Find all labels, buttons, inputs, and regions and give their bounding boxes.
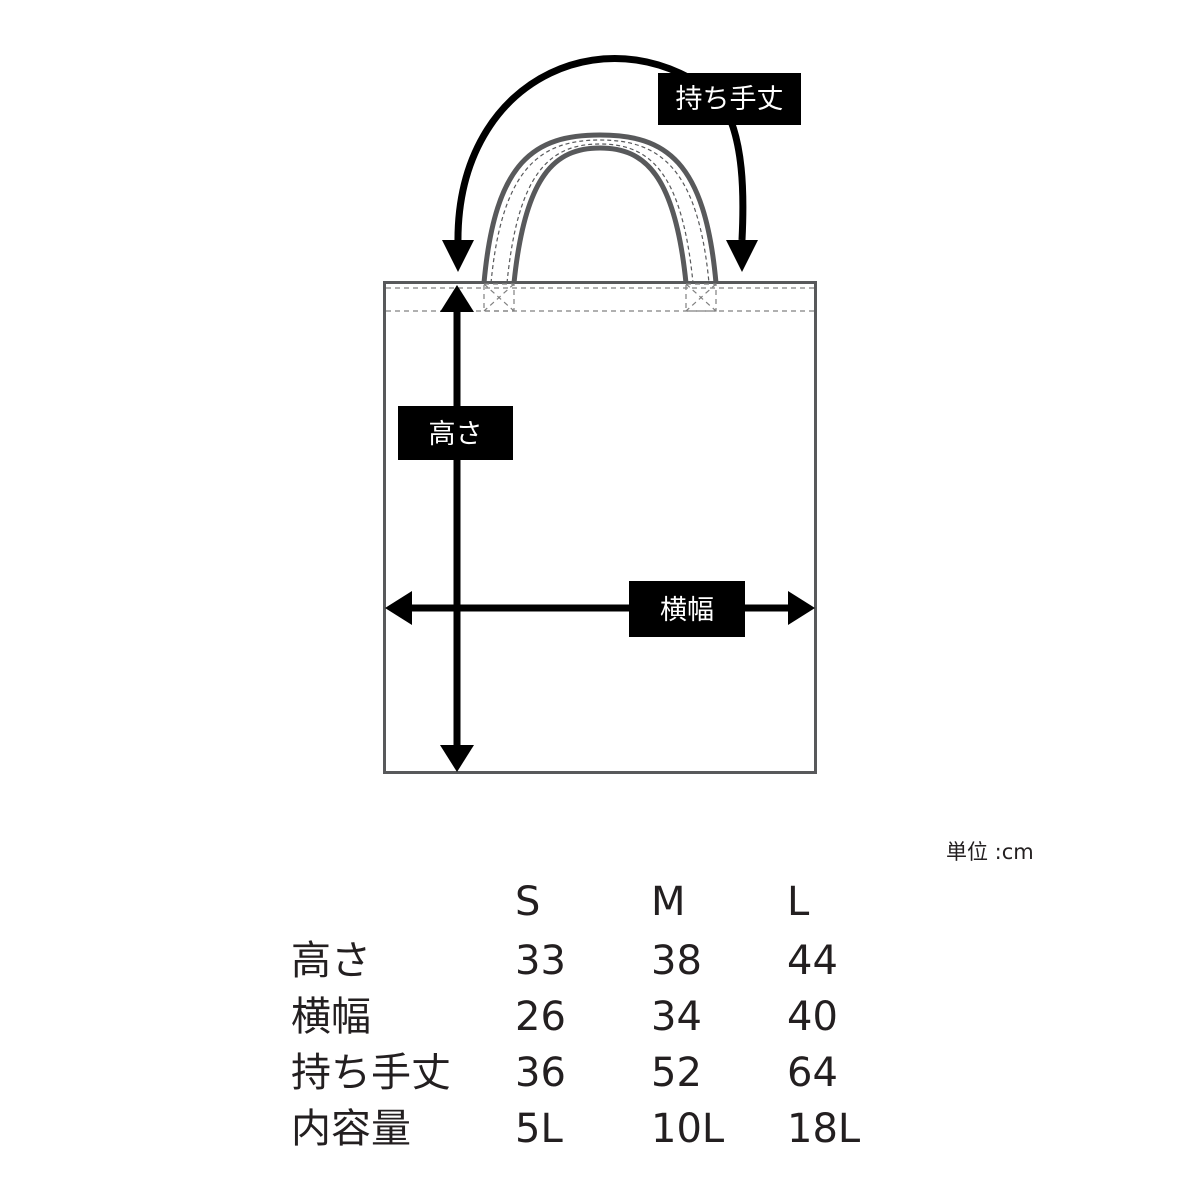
cell-width-l: 40: [787, 994, 838, 1040]
cell-capacity-l: 18L: [787, 1106, 861, 1152]
cell-capacity-m: 10L: [651, 1106, 725, 1152]
handle-length-arrow: [442, 55, 758, 272]
cell-height-m: 38: [651, 938, 702, 984]
bag-handle: [481, 132, 719, 284]
column-header-s: S: [515, 879, 541, 925]
svg-text:持ち手丈: 持ち手丈: [676, 84, 784, 115]
width-label: 横幅: [629, 581, 745, 637]
row-label-height: 高さ: [291, 938, 371, 984]
svg-text:横幅: 横幅: [660, 595, 714, 626]
column-header-m: M: [651, 879, 686, 925]
bag-hem-stitching: [386, 283, 814, 312]
cell-capacity-s: 5L: [515, 1106, 563, 1152]
cell-height-l: 44: [787, 938, 838, 984]
unit-note: 単位 :cm: [946, 840, 1034, 864]
row-label-width: 横幅: [291, 994, 371, 1040]
bag-body: [383, 281, 817, 774]
svg-text:高さ: 高さ: [429, 419, 483, 450]
cell-handle-length-l: 64: [787, 1050, 838, 1096]
column-header-l: L: [787, 879, 810, 925]
cell-width-s: 26: [515, 994, 566, 1040]
height-label: 高さ: [398, 406, 513, 460]
row-label-handle-length: 持ち手丈: [291, 1050, 451, 1096]
tote-bag-diagram: 持ち手丈 高さ 横幅: [383, 55, 817, 774]
handle-length-label: 持ち手丈: [658, 73, 801, 125]
cell-handle-length-m: 52: [651, 1050, 702, 1096]
cell-width-m: 34: [651, 994, 702, 1040]
row-label-capacity: 内容量: [291, 1106, 411, 1152]
height-arrow: [440, 285, 474, 772]
cell-handle-length-s: 36: [515, 1050, 566, 1096]
cell-height-s: 33: [515, 938, 566, 984]
